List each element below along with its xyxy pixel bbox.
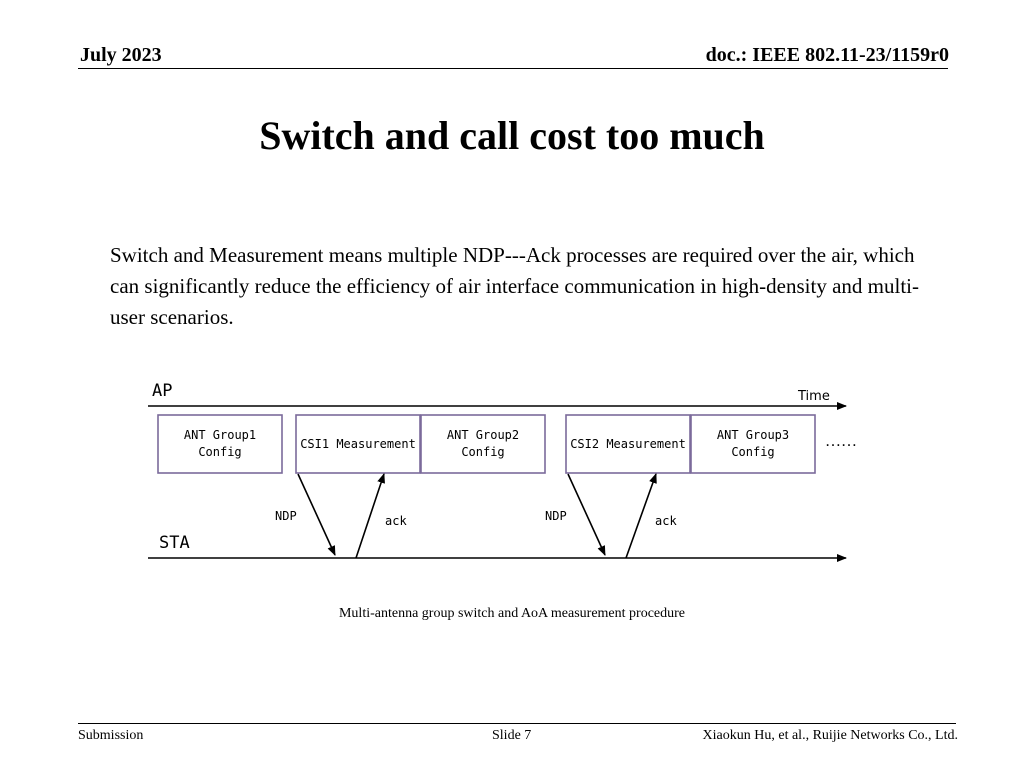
ndp-arrow-1: [297, 473, 336, 556]
continuation-ellipsis: ……: [825, 433, 857, 450]
ack-arrow-1: [355, 473, 385, 559]
box-ant-group1-config: ANT Group1 Config: [157, 414, 283, 474]
header-doc-id: doc.: IEEE 802.11-23/1159r0: [705, 44, 949, 66]
footer-submission: Submission: [78, 728, 144, 743]
slide-title: Switch and call cost too much: [259, 113, 765, 158]
header-date: July 2023: [80, 44, 162, 66]
procedure-diagram: AP Time ANT Group1 Config CSI1 Measureme…: [148, 381, 857, 562]
ap-label: AP: [152, 381, 172, 401]
ndp-arrow-2: [567, 473, 606, 556]
ack-label-1: ack: [385, 514, 407, 528]
box-label-line1: ANT Group3: [717, 428, 789, 442]
footer-authors: Xiaokun Hu, et al., Ruijie Networks Co.,…: [702, 728, 958, 743]
ack-label-2: ack: [655, 514, 677, 528]
sta-label: STA: [159, 533, 190, 553]
body-paragraph: Switch and Measurement means multiple ND…: [110, 243, 919, 329]
time-label: Time: [797, 389, 830, 404]
box-label-line1: ANT Group2: [447, 428, 519, 442]
ndp-label-2: NDP: [545, 509, 567, 523]
header-rule: [78, 68, 948, 69]
ndp-label-1: NDP: [275, 509, 297, 523]
box-label-line1: CSI2 Measurement: [570, 437, 686, 451]
box-csi1-measurement: CSI1 Measurement: [295, 414, 421, 474]
footer-slide-number: Slide 7: [492, 728, 532, 743]
diagram-caption: Multi-antenna group switch and AoA measu…: [338, 606, 685, 621]
box-label-line2: Config: [731, 445, 774, 459]
box-label-line1: ANT Group1: [184, 428, 256, 442]
footer-rule: [78, 723, 956, 724]
box-ant-group2-config: ANT Group2 Config: [420, 414, 546, 474]
box-label-line2: Config: [461, 445, 504, 459]
ack-arrow-2: [625, 473, 657, 559]
box-label-line1: CSI1 Measurement: [300, 437, 416, 451]
box-ant-group3-config: ANT Group3 Config: [690, 414, 816, 474]
box-csi2-measurement: CSI2 Measurement: [565, 414, 691, 474]
box-label-line2: Config: [198, 445, 241, 459]
